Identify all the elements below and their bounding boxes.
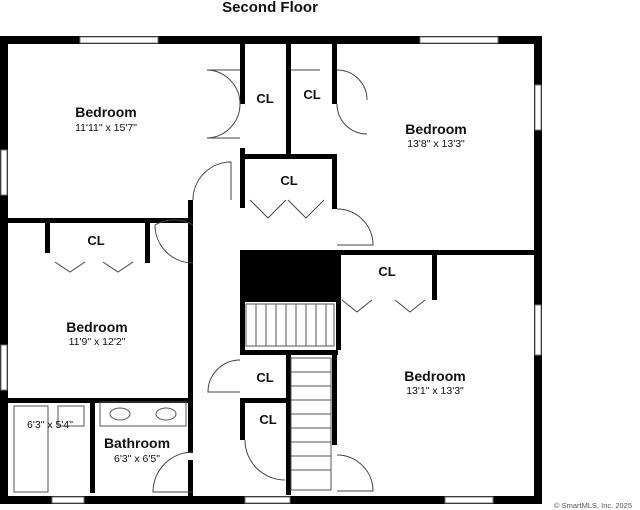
- closet-label: CL: [256, 370, 273, 385]
- room-dims: 13'8" x 13'3": [407, 138, 465, 150]
- door-swings: [54, 69, 426, 493]
- room-name: Bedroom: [75, 104, 136, 120]
- closet-label: CL: [87, 233, 104, 248]
- room-dims: 13'1" x 13'3": [406, 385, 464, 397]
- room-dims: 11'11" x 15'7": [75, 122, 137, 134]
- room-name: Bathroom: [104, 435, 170, 451]
- room-dims: 6'3" x 6'5": [114, 453, 160, 465]
- closet-label: CL: [378, 264, 395, 279]
- room-dims: 11'9" x 12'2": [69, 336, 126, 348]
- interior-walls: [8, 44, 534, 496]
- windows: [0, 36, 542, 504]
- copyright-text: © SmartMLS, Inc. 2025: [554, 501, 632, 510]
- plan-title: Second Floor: [222, 0, 318, 16]
- closet-label: CL: [280, 173, 297, 188]
- room-dims: 6'3" x 5'4": [27, 419, 73, 431]
- closet-label: CL: [303, 87, 320, 102]
- staircase: [245, 303, 335, 491]
- room-name: Bedroom: [404, 368, 465, 384]
- closet-label: CL: [259, 412, 276, 427]
- bath-fixtures: [13, 401, 187, 493]
- room-name: Bedroom: [66, 319, 127, 335]
- closet-label: CL: [256, 91, 273, 106]
- room-name: Bedroom: [405, 121, 466, 137]
